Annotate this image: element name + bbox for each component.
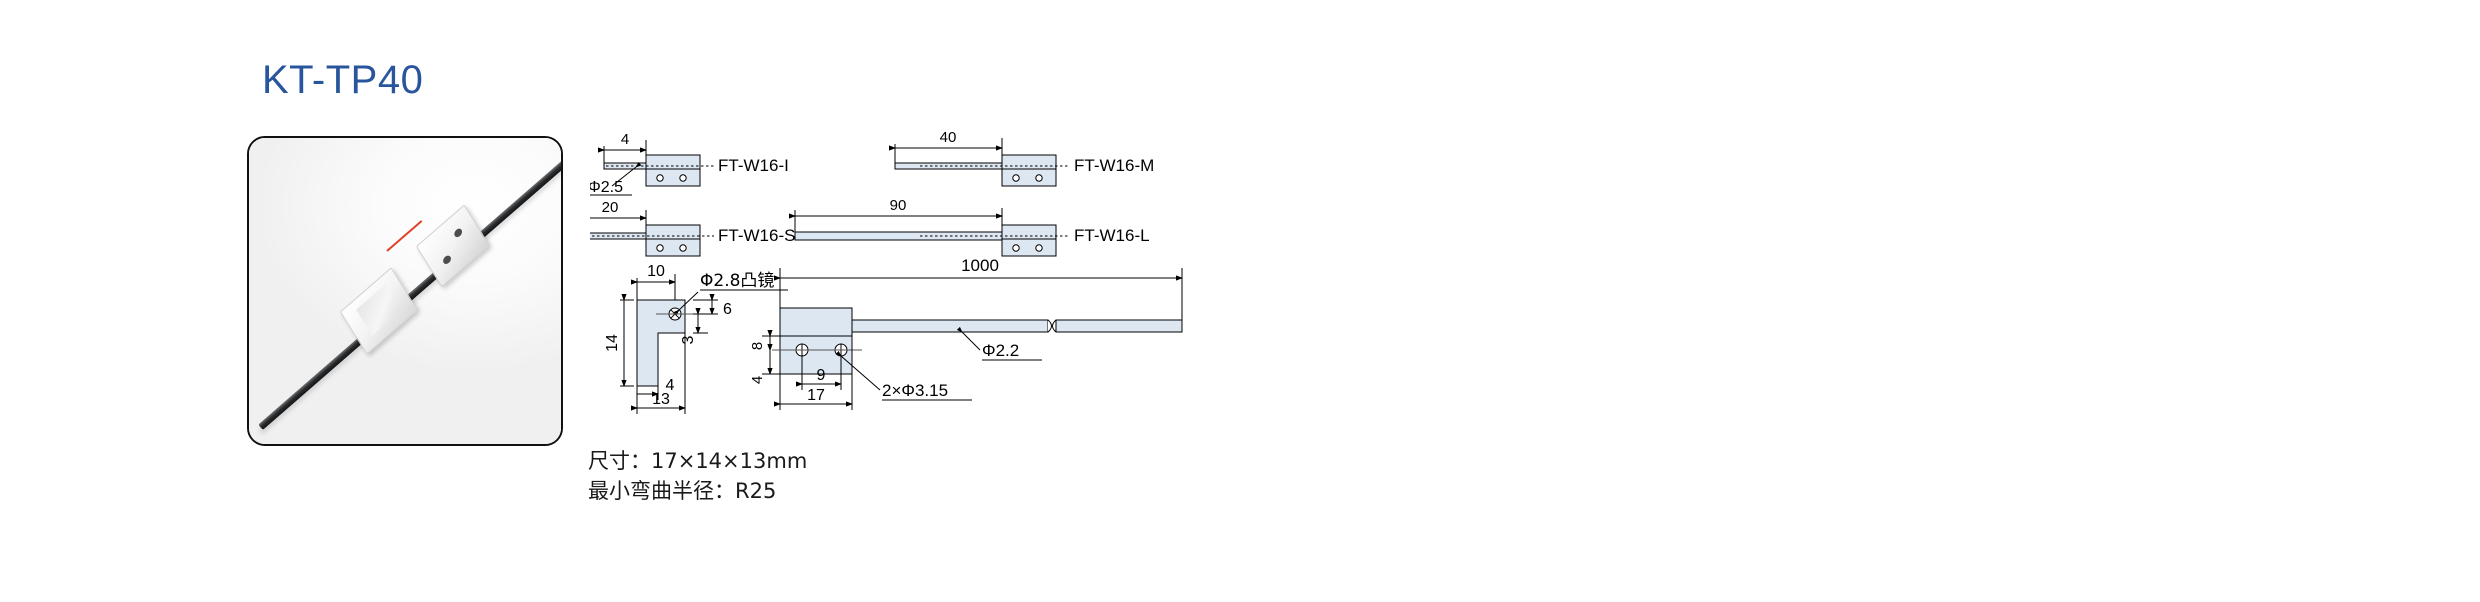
dim-label-height: 14 <box>604 334 621 352</box>
lens-label: Φ2.8凸镜 <box>700 271 774 291</box>
emitter-block-face <box>356 284 401 336</box>
spec-bend-radius: 最小弯曲半径：R25 <box>588 479 777 504</box>
dim-label-hole-from-bottom: 4 <box>749 376 766 384</box>
dim-label-lens-offset: 6 <box>723 301 732 318</box>
page-title: KT-TP40 <box>262 58 424 102</box>
cable-diameter-label: Φ2.2 <box>982 341 1019 360</box>
dim-label-ftw16m: 40 <box>940 129 957 146</box>
dim-label-hole-from-top: 8 <box>749 342 766 350</box>
drawing-svg: 4 FT-W16-I Φ2.5 40 FT-W16-M 20 <box>590 129 1183 414</box>
dim-label-base-width: 13 <box>652 391 670 408</box>
variant-label-ftw16i: FT-W16-I <box>718 156 789 175</box>
dim-label-width-top: 10 <box>647 263 665 280</box>
variant-label-ftw16s: FT-W16-S <box>718 226 795 245</box>
fiber-diameter-label: Φ2.5 <box>590 179 623 196</box>
dim-label-notch: 4 <box>666 377 675 394</box>
dim-label-body-width: 17 <box>807 387 825 404</box>
dim-label-ftw16s: 20 <box>602 199 619 216</box>
mounting-hole-icon <box>452 226 464 239</box>
spec-list: 尺寸：17×14×13mm 最小弯曲半径：R25 <box>588 446 807 507</box>
hole-spec-label: 2×Φ3.15 <box>882 381 948 400</box>
dim-label-ftw16i: 4 <box>621 131 629 148</box>
mounting-hole-icon <box>441 253 453 266</box>
dim-label-hole-pitch: 9 <box>817 367 826 384</box>
variant-label-ftw16l: FT-W16-L <box>1074 226 1150 245</box>
technical-drawing: 4 FT-W16-I Φ2.5 40 FT-W16-M 20 <box>590 118 1210 418</box>
product-photo <box>247 136 563 446</box>
dim-label-ftw16l: 90 <box>890 197 907 214</box>
spec-dimensions: 尺寸：17×14×13mm <box>588 449 808 473</box>
cable-length-label: 1000 <box>961 256 999 275</box>
dim-label-lower-step: 3 <box>680 335 697 344</box>
variant-label-ftw16m: FT-W16-M <box>1074 156 1154 175</box>
